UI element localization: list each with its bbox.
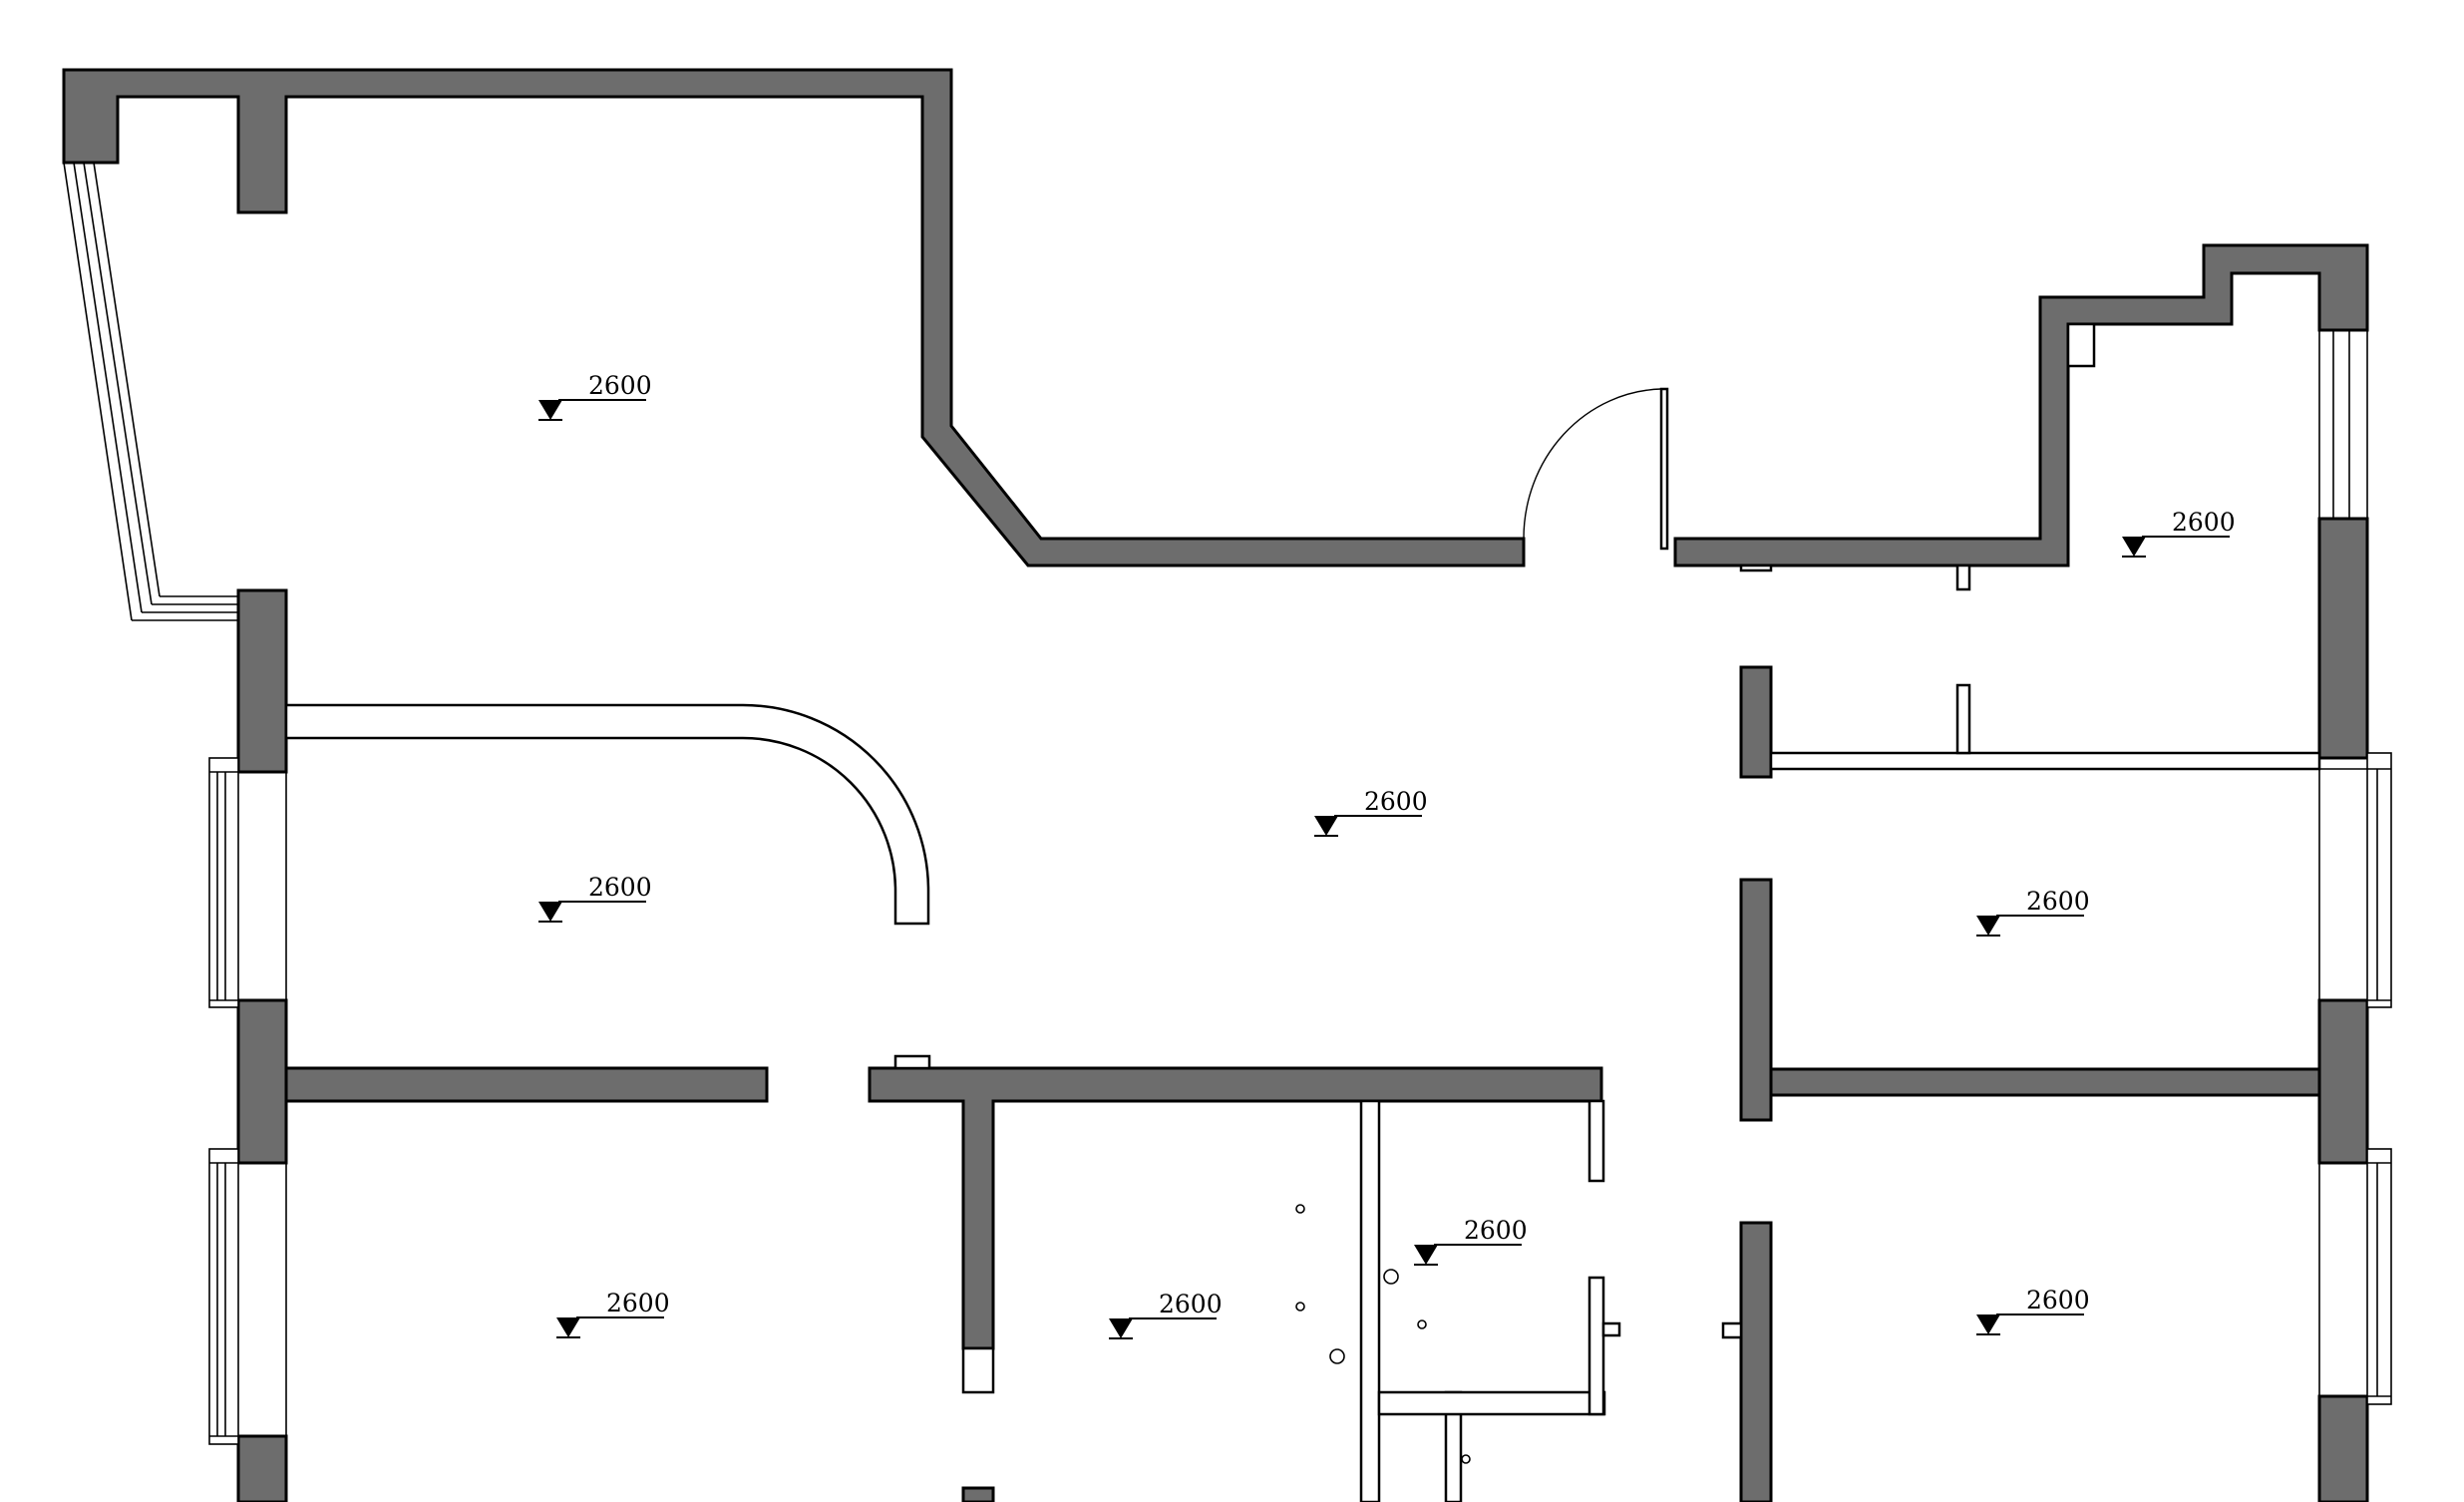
fixture-dot-3 <box>1329 1348 1345 1364</box>
fixture-dot-6 <box>1461 1454 1471 1464</box>
wall-vertical-right-1 <box>1739 665 1773 779</box>
level-markers: 2600 2600 2600 2600 2600 <box>538 371 2236 1339</box>
door-leaf <box>1659 387 1669 551</box>
wall-right-upper <box>1673 243 2369 567</box>
wall-top-left-room <box>62 68 1526 567</box>
curved-wall <box>284 703 930 926</box>
window-balcony <box>63 162 238 621</box>
wall-left-lower <box>236 1434 288 1502</box>
bath-right-post-1 <box>1587 1099 1605 1183</box>
fixture-dot-4 <box>1383 1269 1399 1285</box>
walls <box>62 68 2369 1502</box>
stub-white <box>961 1346 995 1394</box>
post-upper-1 <box>1955 563 1971 591</box>
level-value: 2600 <box>2026 887 2090 916</box>
bath-knob <box>1601 1321 1621 1337</box>
wall-vertical-right-2 <box>1739 878 1773 1122</box>
thin-elements <box>284 322 2096 1502</box>
bath-shelf <box>1377 1390 1606 1416</box>
level-marker: 2600 <box>1314 787 1428 837</box>
wall-left-upper <box>236 588 288 774</box>
wall-right-b <box>2317 998 2369 1165</box>
wall-right-partition-mid <box>1769 1067 2321 1097</box>
wall-vertical-right-3 <box>1739 1221 1773 1502</box>
bath-divider-1 <box>1359 1099 1381 1502</box>
level-value: 2600 <box>2172 508 2236 537</box>
windows <box>63 162 2392 1445</box>
wall-right-a <box>2317 517 2369 760</box>
wall-partition-middle <box>868 1066 1603 1350</box>
level-value: 2600 <box>2026 1286 2090 1314</box>
wall-stub-bottom <box>961 1486 995 1502</box>
small-block-partition <box>893 1054 931 1070</box>
fixture-dot-5 <box>1417 1319 1427 1329</box>
level-marker: 2600 <box>1976 1286 2090 1335</box>
entrance-door <box>1523 387 1669 551</box>
post-upper-2 <box>1955 683 1971 755</box>
window-left-2 <box>208 1148 287 1445</box>
wall-left-mid <box>236 998 288 1165</box>
level-marker: 2600 <box>556 1289 670 1338</box>
step-notch <box>2066 322 2096 368</box>
bath-right-post-2 <box>1587 1276 1605 1416</box>
window-left-1 <box>208 757 287 1008</box>
level-value: 2600 <box>588 873 652 902</box>
level-marker: 2600 <box>1976 887 2090 937</box>
wall-partition-left <box>284 1066 769 1103</box>
level-value: 2600 <box>1159 1290 1223 1318</box>
window-right-top <box>2318 330 2368 519</box>
door-stop <box>1739 563 1773 572</box>
wall-right-partition-top <box>1769 751 2321 771</box>
level-marker: 2600 <box>2122 508 2236 558</box>
fixture-dot-2 <box>1295 1302 1305 1312</box>
fixtures <box>1295 1204 1471 1464</box>
level-marker: 2600 <box>1414 1216 1528 1266</box>
level-value: 2600 <box>1464 1216 1528 1245</box>
door-knob-right <box>1721 1321 1743 1339</box>
level-marker: 2600 <box>538 371 652 421</box>
window-right-1 <box>2318 752 2392 1008</box>
level-value: 2600 <box>1364 787 1428 816</box>
level-value: 2600 <box>606 1289 670 1317</box>
level-value: 2600 <box>588 371 652 400</box>
wall-right-c <box>2317 1394 2369 1502</box>
fixture-dot-1 <box>1295 1204 1305 1214</box>
level-marker: 2600 <box>1109 1290 1223 1339</box>
level-marker: 2600 <box>538 873 652 923</box>
window-right-2 <box>2318 1148 2392 1405</box>
door-swing-arc <box>1523 388 1662 540</box>
